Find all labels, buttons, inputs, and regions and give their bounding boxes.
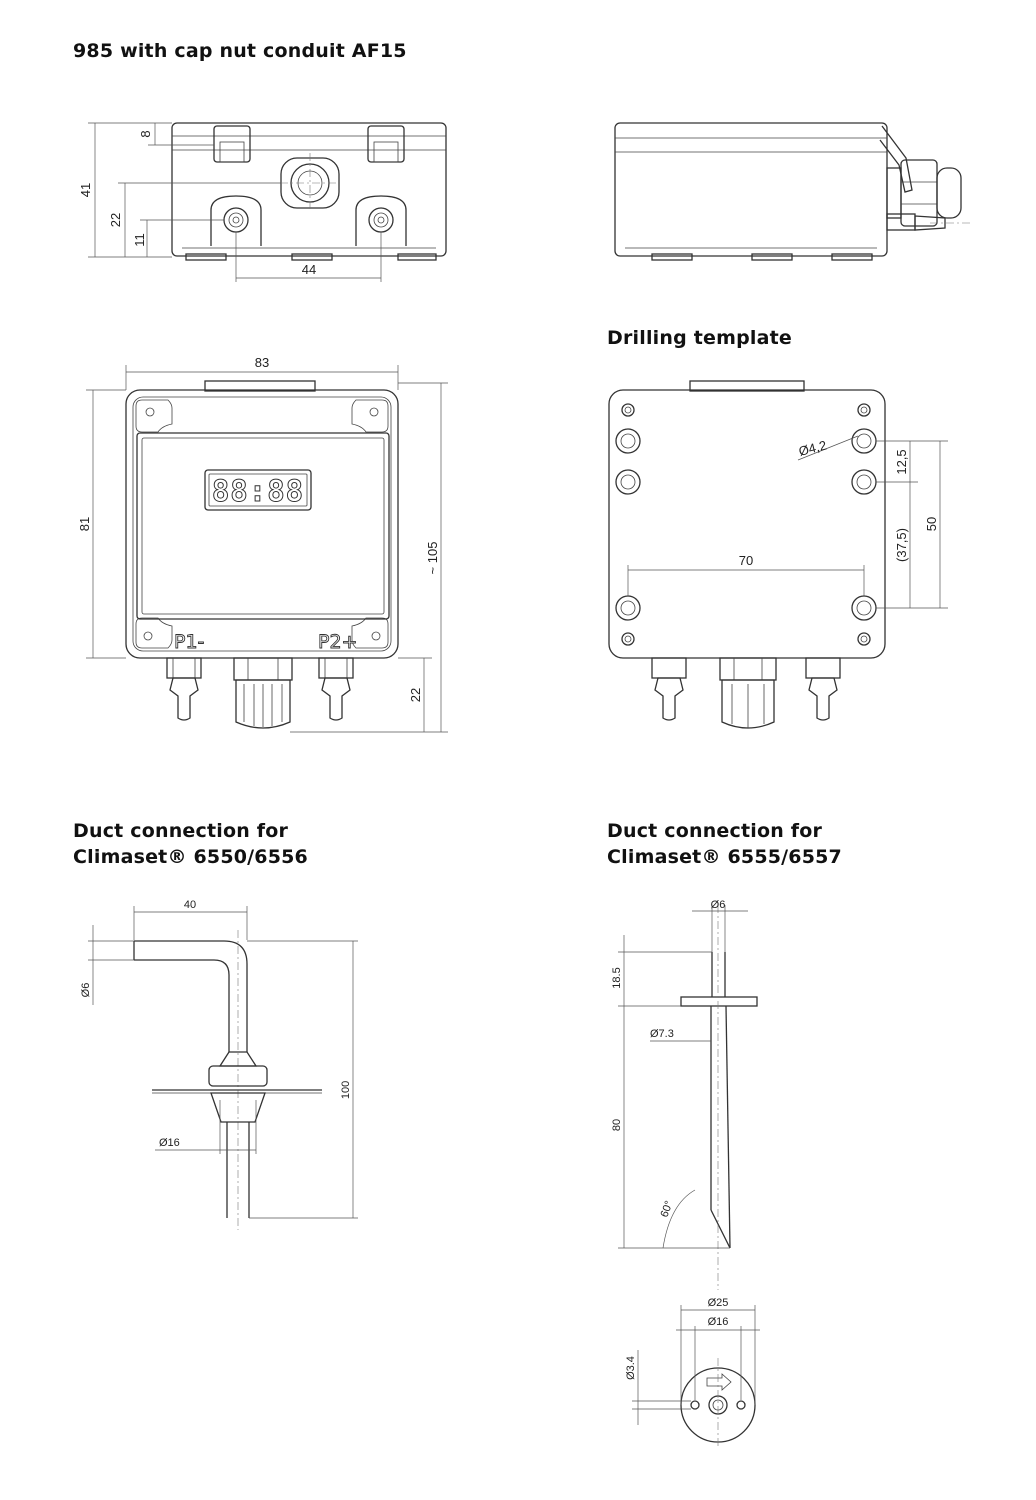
hose-barb-p2	[318, 657, 354, 721]
mounting-hole	[851, 428, 877, 454]
duct-connection-a-drawing: 40 Ø6 100 Ø16	[80, 899, 358, 1230]
mounting-hole	[615, 469, 641, 495]
heading-duct-connection-a: Duct connection for Climaset® 6550/6556	[73, 820, 308, 868]
cable-gland-rear	[719, 657, 777, 729]
dim-collar-diameter: Ø7.3	[650, 1028, 674, 1040]
cable-gland-top	[233, 657, 293, 729]
dim-horizontal-spacing: 70	[739, 553, 753, 568]
screw-hole	[621, 403, 635, 417]
mounting-hole	[615, 428, 641, 454]
heading-duct-connection-b: Duct connection for Climaset® 6555/6557	[607, 820, 842, 868]
lid-window	[136, 432, 390, 620]
mounting-hole	[851, 595, 877, 621]
bent-tube-inner	[134, 959, 230, 1052]
dim-tube-diameter-a: Ø6	[80, 983, 92, 998]
corner-screw-top-left	[135, 399, 173, 433]
drilling-template-view: Ø4,2 12,5 (37,5) 50 70	[608, 380, 948, 729]
mounting-hole	[851, 469, 877, 495]
dim-vertical-spacing: 50	[924, 517, 939, 531]
dim-tube-diameter-b: Ø6	[711, 899, 726, 911]
housing-side-outline	[614, 122, 888, 257]
dim-front-spacing: 44	[302, 262, 316, 277]
front-view: 41 8 22 11 44	[78, 122, 447, 282]
heading-main: 985 with cap nut conduit AF15	[73, 40, 407, 62]
lcd-display	[204, 469, 312, 511]
side-view	[614, 122, 970, 261]
hinge-clip-right	[367, 125, 405, 163]
dim-lower-length: 80	[611, 1119, 623, 1131]
corner-screw-bottom-left	[135, 617, 173, 649]
port-label-p1: P1-	[174, 631, 204, 653]
mounting-hole	[615, 595, 641, 621]
dim-front-nipple: 11	[132, 233, 147, 247]
dim-outer-diameter: Ø25	[708, 1297, 729, 1309]
dim-top-fitting: 22	[408, 688, 423, 702]
hose-barb-rear-left	[651, 657, 687, 721]
duct-connection-b-drawing: Ø6 18.5 Ø7.3 80 60° Ø25 Ø16	[611, 899, 760, 1446]
heading-drilling-template: Drilling template	[607, 327, 793, 349]
port-label-p2: P2+	[318, 631, 357, 653]
bent-tube-outer	[134, 940, 248, 1052]
hose-barb-p1	[166, 657, 202, 721]
dim-hole-pitch: 12,5	[894, 449, 909, 474]
dim-top-width: 83	[255, 355, 269, 370]
screw-hole	[621, 632, 635, 646]
mounting-collar	[680, 996, 758, 1007]
hose-barb-rear-right	[805, 657, 841, 721]
dim-top-depth: 81	[77, 517, 92, 531]
corner-screw-top-right	[351, 399, 389, 433]
dim-hole-diameter: Ø4,2	[797, 438, 828, 459]
dim-hole-diameter-b: Ø3.4	[625, 1356, 637, 1380]
screw-hole	[857, 403, 871, 417]
side-hose-barb	[886, 213, 970, 231]
housing-outline	[171, 122, 447, 257]
dim-front-gland: 22	[108, 213, 123, 227]
dim-front-height: 41	[78, 183, 93, 197]
cable-gland	[280, 153, 340, 212]
housing-top-outline	[125, 389, 399, 659]
screw-hole	[857, 632, 871, 646]
dim-inner-diameter: Ø16	[708, 1316, 729, 1328]
dim-total-height-a: 100	[340, 1081, 352, 1099]
lcd-display-digits: 88:88	[212, 474, 304, 508]
dim-front-clip: 8	[138, 130, 153, 137]
top-view: 88:88 P1- P2+	[77, 355, 448, 733]
dim-bevel-angle: 60°	[659, 1199, 676, 1219]
dim-top-total: ~ 105	[425, 542, 440, 575]
dim-hole-reference: (37,5)	[894, 528, 909, 562]
end-view-flange	[680, 1358, 756, 1446]
bevel-tip	[710, 1209, 731, 1249]
dim-flange-diameter-a: Ø16	[159, 1137, 180, 1149]
dim-tube-length: 40	[184, 899, 196, 911]
dim-upper-length: 18.5	[611, 967, 623, 988]
flow-arrow-icon	[706, 1373, 732, 1391]
hinge-clip-left	[213, 125, 251, 163]
housing-rear-outline	[608, 389, 886, 659]
side-cable-gland	[886, 159, 962, 227]
